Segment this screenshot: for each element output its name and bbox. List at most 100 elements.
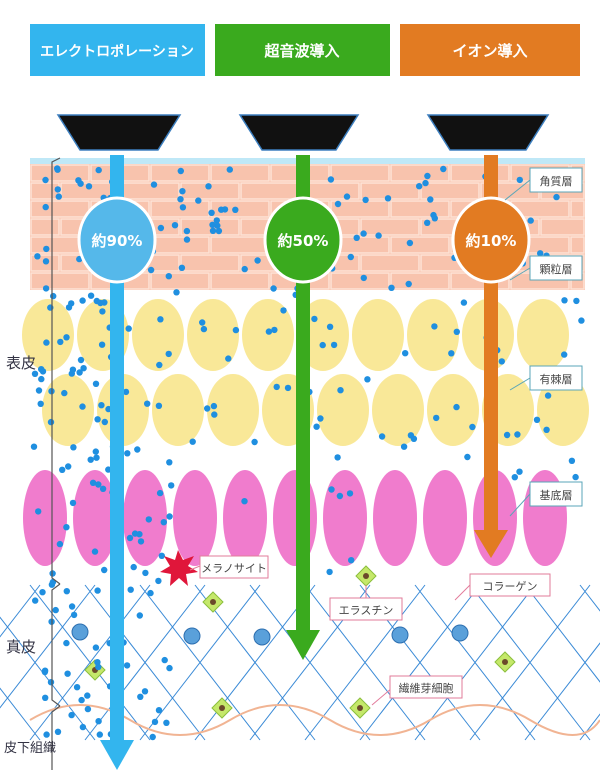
particle	[453, 403, 460, 411]
particle	[78, 696, 85, 704]
svg-text:エラスチン: エラスチン	[339, 604, 394, 617]
particle	[209, 221, 216, 228]
particle	[63, 588, 70, 595]
melanocyte-icon: メラノサイト	[160, 550, 269, 586]
particle	[440, 165, 447, 173]
brick	[570, 200, 585, 218]
fibroblast-cell	[451, 624, 469, 642]
penetration-electroporation: 約90%	[77, 196, 157, 284]
header-ultrasound-label: 超音波導入	[263, 42, 339, 60]
particle	[209, 227, 217, 234]
particle	[101, 418, 109, 426]
header-iontophoresis-label: イオン導入	[452, 42, 527, 60]
particle	[34, 253, 41, 260]
particle	[43, 245, 50, 253]
particle	[63, 639, 70, 647]
particle	[35, 387, 43, 394]
brick	[360, 254, 420, 272]
particle	[157, 224, 165, 232]
arrow-electroporation	[100, 155, 134, 770]
particle	[150, 181, 158, 188]
particle	[407, 432, 415, 439]
particle	[99, 485, 107, 492]
particle	[125, 325, 132, 332]
particle	[63, 524, 70, 531]
svg-text:有棘層: 有棘層	[540, 372, 573, 386]
particle	[61, 389, 68, 397]
particle	[68, 603, 76, 610]
brick	[360, 218, 420, 236]
probe-ultrasound	[238, 114, 360, 151]
label-elastin: エラスチン	[329, 585, 403, 621]
particle	[353, 234, 360, 241]
particle	[168, 482, 175, 489]
particle	[77, 356, 85, 364]
particle	[70, 611, 78, 619]
particle	[56, 540, 64, 548]
particle	[105, 466, 112, 473]
particle	[32, 597, 39, 604]
basal-cell	[123, 470, 167, 566]
fiber	[84, 584, 206, 741]
particle	[92, 644, 100, 651]
particle	[427, 196, 434, 203]
particle	[204, 405, 211, 412]
particle	[65, 304, 73, 311]
brick	[180, 254, 240, 272]
spinous-cell	[42, 374, 94, 446]
particle	[173, 289, 180, 296]
particle	[251, 438, 258, 446]
spinous-cell	[132, 299, 184, 371]
particle	[69, 366, 77, 373]
basal-cell	[373, 470, 417, 566]
particle	[65, 463, 72, 470]
particle	[232, 326, 240, 334]
particle	[38, 375, 45, 383]
particle	[43, 339, 50, 346]
particle	[47, 679, 55, 686]
particle	[503, 431, 511, 439]
particle	[311, 315, 318, 323]
penetration-ultrasound-value: 約50%	[278, 232, 329, 250]
particle	[166, 664, 173, 672]
melanocyte-label: メラノサイト	[201, 562, 267, 575]
particle	[319, 341, 326, 349]
brick	[30, 182, 60, 200]
particle	[334, 454, 341, 461]
particle	[30, 443, 38, 450]
particle	[42, 176, 49, 184]
particle	[87, 456, 94, 463]
particle	[89, 479, 97, 486]
cell-nucleus	[502, 659, 508, 665]
probe-iontophoresis	[426, 114, 550, 151]
particle	[92, 380, 100, 387]
particle	[265, 328, 273, 335]
particle	[42, 285, 50, 292]
particle	[183, 227, 191, 235]
label-fibroblast: 繊維芽細胞	[371, 675, 463, 706]
particle	[424, 219, 431, 226]
particle	[41, 668, 49, 676]
particle	[136, 612, 143, 619]
particle	[80, 365, 87, 372]
cell-nucleus	[210, 599, 216, 605]
particle	[402, 350, 409, 357]
particle	[384, 195, 392, 202]
particle	[124, 450, 131, 457]
particle	[126, 534, 134, 542]
particle	[43, 731, 50, 738]
particle	[254, 257, 261, 264]
label-stratum-granulosum: 顆粒層	[509, 255, 583, 281]
particle	[177, 167, 184, 175]
particle	[544, 392, 552, 399]
fiber	[29, 584, 151, 741]
particle	[406, 239, 414, 247]
particle	[498, 358, 505, 365]
label-stratum-spinosum: 有棘層	[509, 365, 583, 391]
brick	[210, 236, 270, 254]
particle	[360, 230, 367, 237]
particle	[460, 299, 468, 306]
basal-cell	[73, 470, 117, 566]
particle	[448, 350, 455, 357]
